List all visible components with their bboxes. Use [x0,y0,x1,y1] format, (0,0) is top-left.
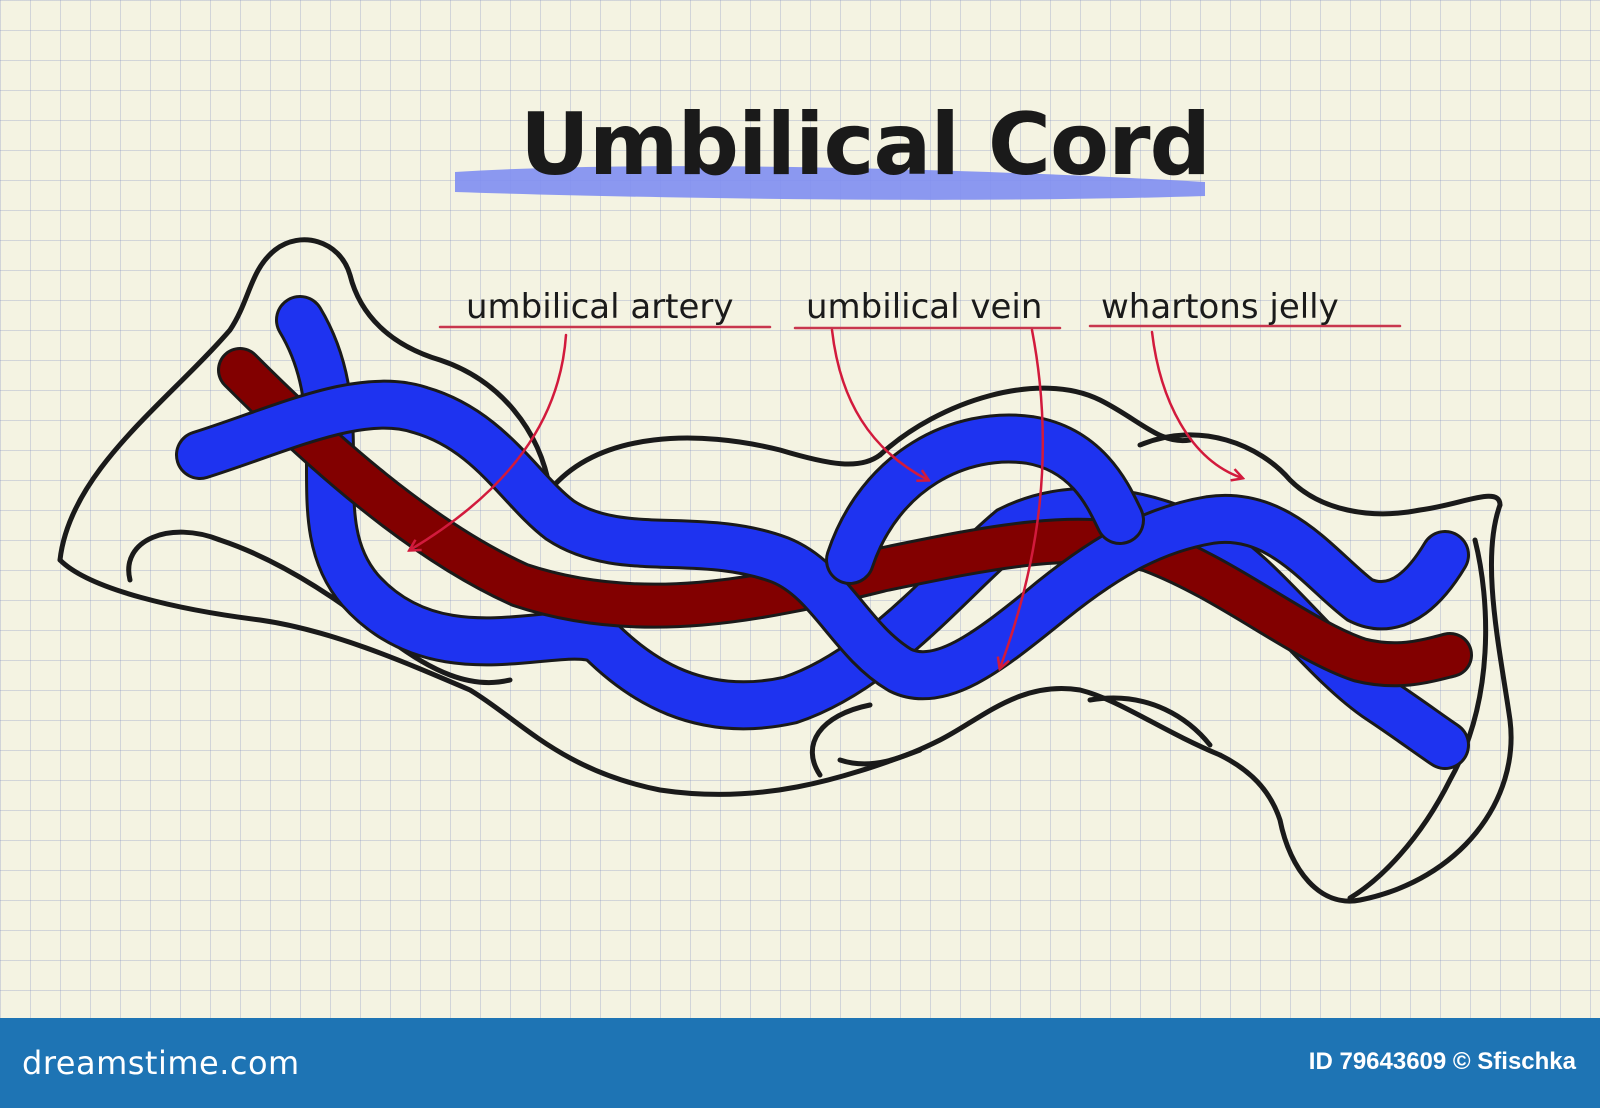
jelly-pointer-arrow [1150,330,1242,478]
diagram-title: Umbilical Cord [520,95,1210,195]
vein-pointer-arrow-1 [830,328,928,480]
title-highlight [455,166,1205,200]
footer-author: Sfischka [1477,1048,1576,1075]
footer-credit: ID 79643609 © Sfischka [1309,1048,1576,1076]
umbilical-cord-diagram: Umbilical Cord [57,95,1514,904]
vein-pointer-arrow-2 [1000,328,1045,668]
footer-brand: dreamstime.com [22,1044,300,1082]
copyright-icon: © [1452,1048,1471,1075]
footer-image-id: ID 79643609 [1308,1048,1447,1075]
vein-label: umbilical vein [806,287,1042,327]
artery-label: umbilical artery [466,287,734,327]
footer-bar: dreamstime.com ID 79643609 © Sfischka [0,1018,1600,1108]
umbilical-vein-front [178,382,1467,698]
whartons-jelly-outline [57,237,1514,904]
jelly-label: whartons jelly [1101,287,1339,327]
umbilical-artery [220,350,1470,685]
artery-pointer-arrow [410,333,568,550]
umbilical-vein-loop [828,416,1142,582]
